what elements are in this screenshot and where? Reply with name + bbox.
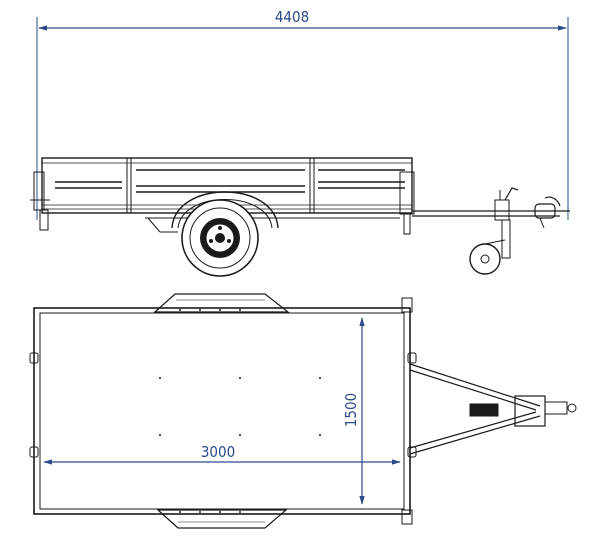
side-view	[30, 157, 570, 275]
box-width-dimension: 1500	[342, 317, 365, 505]
top-view-floor-dots	[159, 309, 321, 513]
top-view	[29, 293, 577, 529]
box-width-label: 1500	[342, 393, 360, 427]
box-length-label: 3000	[201, 443, 235, 461]
side-view-wheel	[181, 199, 259, 277]
overall-length-dimension: 4408	[36, 8, 569, 220]
overall-length-label: 4408	[275, 8, 309, 26]
box-length-dimension: 3000	[43, 443, 401, 465]
